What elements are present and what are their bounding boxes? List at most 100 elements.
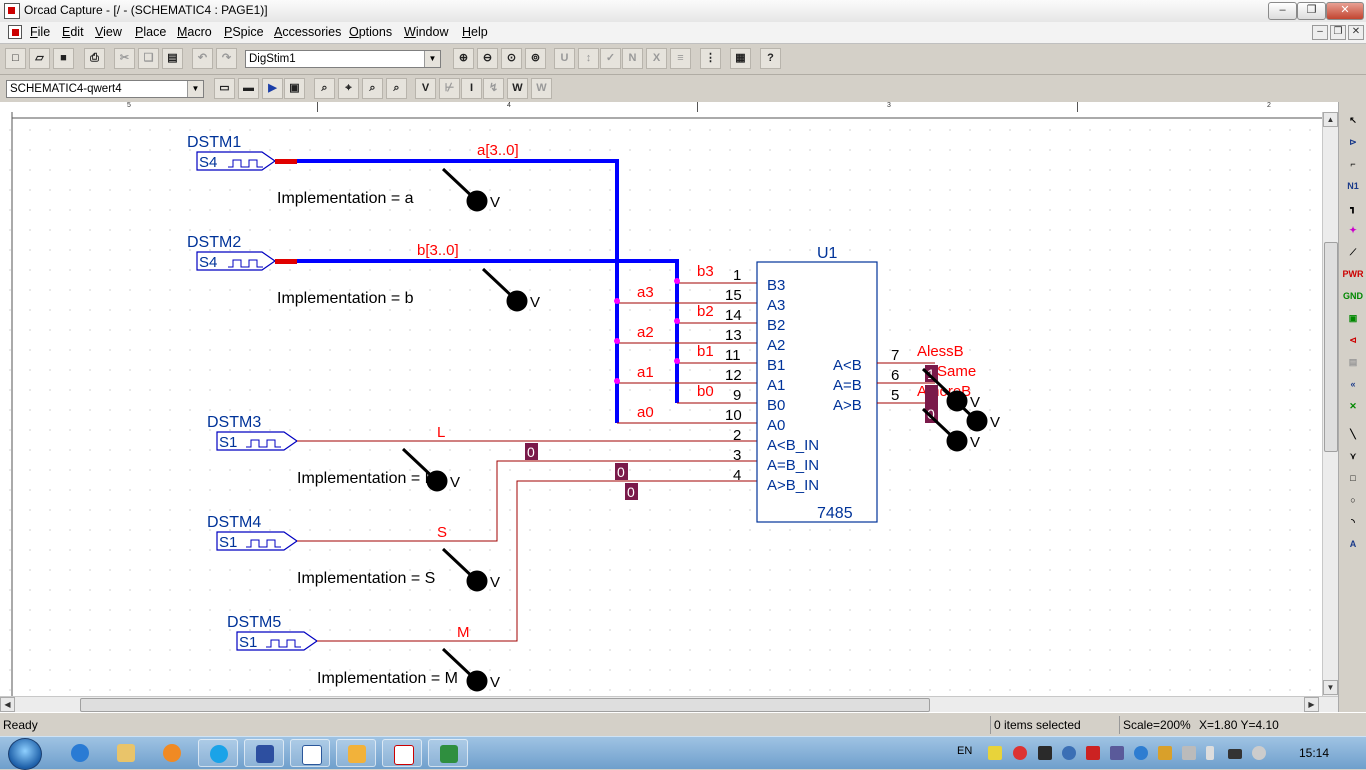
volume-icon[interactable] xyxy=(1252,746,1266,760)
tray-antivirus-icon[interactable] xyxy=(1013,746,1027,760)
mdi-close-button[interactable]: ✕ xyxy=(1348,25,1364,40)
help-icon[interactable]: ? xyxy=(760,48,781,69)
part-combo[interactable]: DigStim1 ▼ xyxy=(245,50,441,68)
wire-M[interactable]: M xyxy=(317,480,757,642)
menu-macro[interactable]: Macro xyxy=(177,25,212,39)
zoom-area-icon[interactable]: ⊙ xyxy=(501,48,522,69)
stimulus-dstm5[interactable]: DSTM5 S1 Implementation = M xyxy=(227,614,458,687)
tray-app-icon[interactable] xyxy=(988,746,1002,760)
undo-icon[interactable]: ↶ xyxy=(192,48,213,69)
diff-voltage-marker-icon[interactable]: ⊬ xyxy=(439,78,460,99)
schematic-canvas[interactable]: DSTM1 S4 Implementation = a DSTM2 S4 Imp… xyxy=(0,112,1322,696)
print-icon[interactable]: ⎙ xyxy=(84,48,105,69)
chevron-down-icon[interactable]: ▼ xyxy=(187,81,203,97)
voltage-marker-icon[interactable]: V xyxy=(415,78,436,99)
stimulus-dstm2[interactable]: DSTM2 S4 Implementation = b xyxy=(187,234,414,307)
wire-L[interactable]: L xyxy=(297,424,757,442)
new-simulation-icon[interactable]: ▭ xyxy=(214,78,235,99)
menu-place[interactable]: Place xyxy=(135,25,167,39)
chevron-down-icon[interactable]: ▼ xyxy=(424,51,440,67)
network-signal-icon[interactable] xyxy=(1228,749,1242,759)
menu-view[interactable]: View xyxy=(95,25,122,39)
menu-accessories[interactable]: Accessories xyxy=(274,25,342,39)
probe-current-icon[interactable]: ⌕ xyxy=(362,78,383,99)
taskbar-save-app[interactable] xyxy=(244,739,284,767)
menu-file[interactable]: File xyxy=(30,25,51,39)
part-u1[interactable]: U1 7485 1 15 14 13 11 12 9 10 2 3 4 B3 A… xyxy=(725,245,935,523)
vertical-scroll-thumb[interactable] xyxy=(1324,242,1338,452)
copy-icon[interactable]: ❏ xyxy=(138,48,159,69)
menu-pspice[interactable]: PSpice xyxy=(224,25,264,39)
place-wire-icon[interactable]: ⌐ xyxy=(1350,159,1356,169)
scroll-left-icon[interactable]: ◀ xyxy=(0,697,15,712)
horizontal-scrollbar[interactable]: ◀ ▶ xyxy=(0,696,1338,713)
place-line-icon[interactable]: ╲ xyxy=(1350,429,1356,439)
tray-monitor-icon[interactable] xyxy=(1038,746,1052,760)
place-power-icon[interactable]: PWR xyxy=(1342,269,1364,279)
tray-remove-hardware-icon[interactable] xyxy=(1182,746,1196,760)
close-button[interactable]: ✕ xyxy=(1326,2,1364,20)
stimulus-dstm3[interactable]: DSTM3 S1 Implementation = L xyxy=(207,414,434,487)
current-marker-icon[interactable]: I xyxy=(461,78,482,99)
place-ground-icon[interactable]: GND xyxy=(1343,291,1363,301)
back-annotate-icon[interactable]: ↕ xyxy=(578,48,599,69)
taskbar-explorer[interactable] xyxy=(106,739,146,767)
mdi-minimize-button[interactable]: – xyxy=(1312,25,1328,40)
taskbar-editor[interactable] xyxy=(336,739,376,767)
document-icon[interactable] xyxy=(8,25,22,39)
paste-icon[interactable]: ▤ xyxy=(162,48,183,69)
netlist-icon[interactable]: N xyxy=(622,48,643,69)
bom-icon[interactable]: ≡ xyxy=(670,48,691,69)
taskbar-capture[interactable] xyxy=(382,739,422,767)
drc-icon[interactable]: ✓ xyxy=(600,48,621,69)
tray-network-app-icon[interactable] xyxy=(1062,746,1076,760)
probe-diff-icon[interactable]: ⌖ xyxy=(338,78,359,99)
place-port-icon[interactable]: ⊲ xyxy=(1349,335,1357,345)
cut-icon[interactable]: ✂ xyxy=(114,48,135,69)
new-icon[interactable]: □ xyxy=(5,48,26,69)
start-button[interactable] xyxy=(8,738,42,770)
place-hierarchical-block-icon[interactable]: ▣ xyxy=(1348,313,1358,323)
zoom-all-icon[interactable]: ⊚ xyxy=(525,48,546,69)
voltage-probes[interactable]: V V V V V V V V xyxy=(401,167,1000,692)
battery-icon[interactable] xyxy=(1206,746,1214,760)
tray-tools-icon[interactable] xyxy=(1158,746,1172,760)
scroll-right-icon[interactable]: ▶ xyxy=(1304,697,1319,712)
menu-help[interactable]: Help xyxy=(462,25,488,39)
place-bus-icon[interactable]: ┓ xyxy=(1350,203,1356,213)
cross-ref-icon[interactable]: X xyxy=(646,48,667,69)
run-simulation-icon[interactable]: ▶ xyxy=(262,78,283,99)
stimulus-dstm4[interactable]: DSTM4 S1 Implementation = S xyxy=(207,514,435,587)
place-text-icon[interactable]: A xyxy=(1349,539,1357,549)
clock[interactable]: 15:14 xyxy=(1299,746,1330,760)
place-pin-icon[interactable]: ▤ xyxy=(1348,357,1358,367)
project-manager-icon[interactable]: ▦ xyxy=(730,48,751,69)
mdi-restore-button[interactable]: ❐ xyxy=(1330,25,1346,40)
taskbar-media-player[interactable] xyxy=(152,739,192,767)
edit-simulation-icon[interactable]: ▬ xyxy=(238,78,259,99)
save-icon[interactable]: ■ xyxy=(53,48,74,69)
stimulus-dstm1[interactable]: DSTM1 S4 Implementation = a xyxy=(187,134,414,207)
probe-power-icon[interactable]: ⌕ xyxy=(386,78,407,99)
taskbar-word[interactable] xyxy=(290,739,330,767)
bus-a[interactable]: a[3..0] xyxy=(297,142,619,423)
place-polyline-icon[interactable]: ⋎ xyxy=(1349,451,1357,461)
vertical-scrollbar[interactable]: ▲ ▼ xyxy=(1322,112,1339,696)
minimize-button[interactable]: ‒ xyxy=(1268,2,1297,20)
tray-security-icon[interactable] xyxy=(1086,746,1100,760)
bus-b[interactable]: b[3..0] xyxy=(297,242,679,403)
scroll-down-icon[interactable]: ▼ xyxy=(1323,680,1338,695)
taskbar-skype[interactable] xyxy=(198,739,238,767)
zoom-out-icon[interactable]: ⊖ xyxy=(477,48,498,69)
taskbar-ie[interactable] xyxy=(60,739,100,767)
schematic-combo[interactable]: SCHEMATIC4-qwert4 ▼ xyxy=(6,80,204,98)
zoom-in-icon[interactable]: ⊕ xyxy=(453,48,474,69)
wire-S[interactable]: S xyxy=(297,460,757,542)
place-no-connect-icon[interactable]: ✕ xyxy=(1349,401,1357,411)
restore-button[interactable]: ❐ xyxy=(1297,2,1326,20)
place-part-icon[interactable]: ⊳ xyxy=(1349,137,1357,147)
language-indicator[interactable]: EN xyxy=(957,745,973,757)
menu-options[interactable]: Options xyxy=(349,25,393,39)
menu-edit[interactable]: Edit xyxy=(62,25,84,39)
app-icon[interactable] xyxy=(4,3,20,19)
